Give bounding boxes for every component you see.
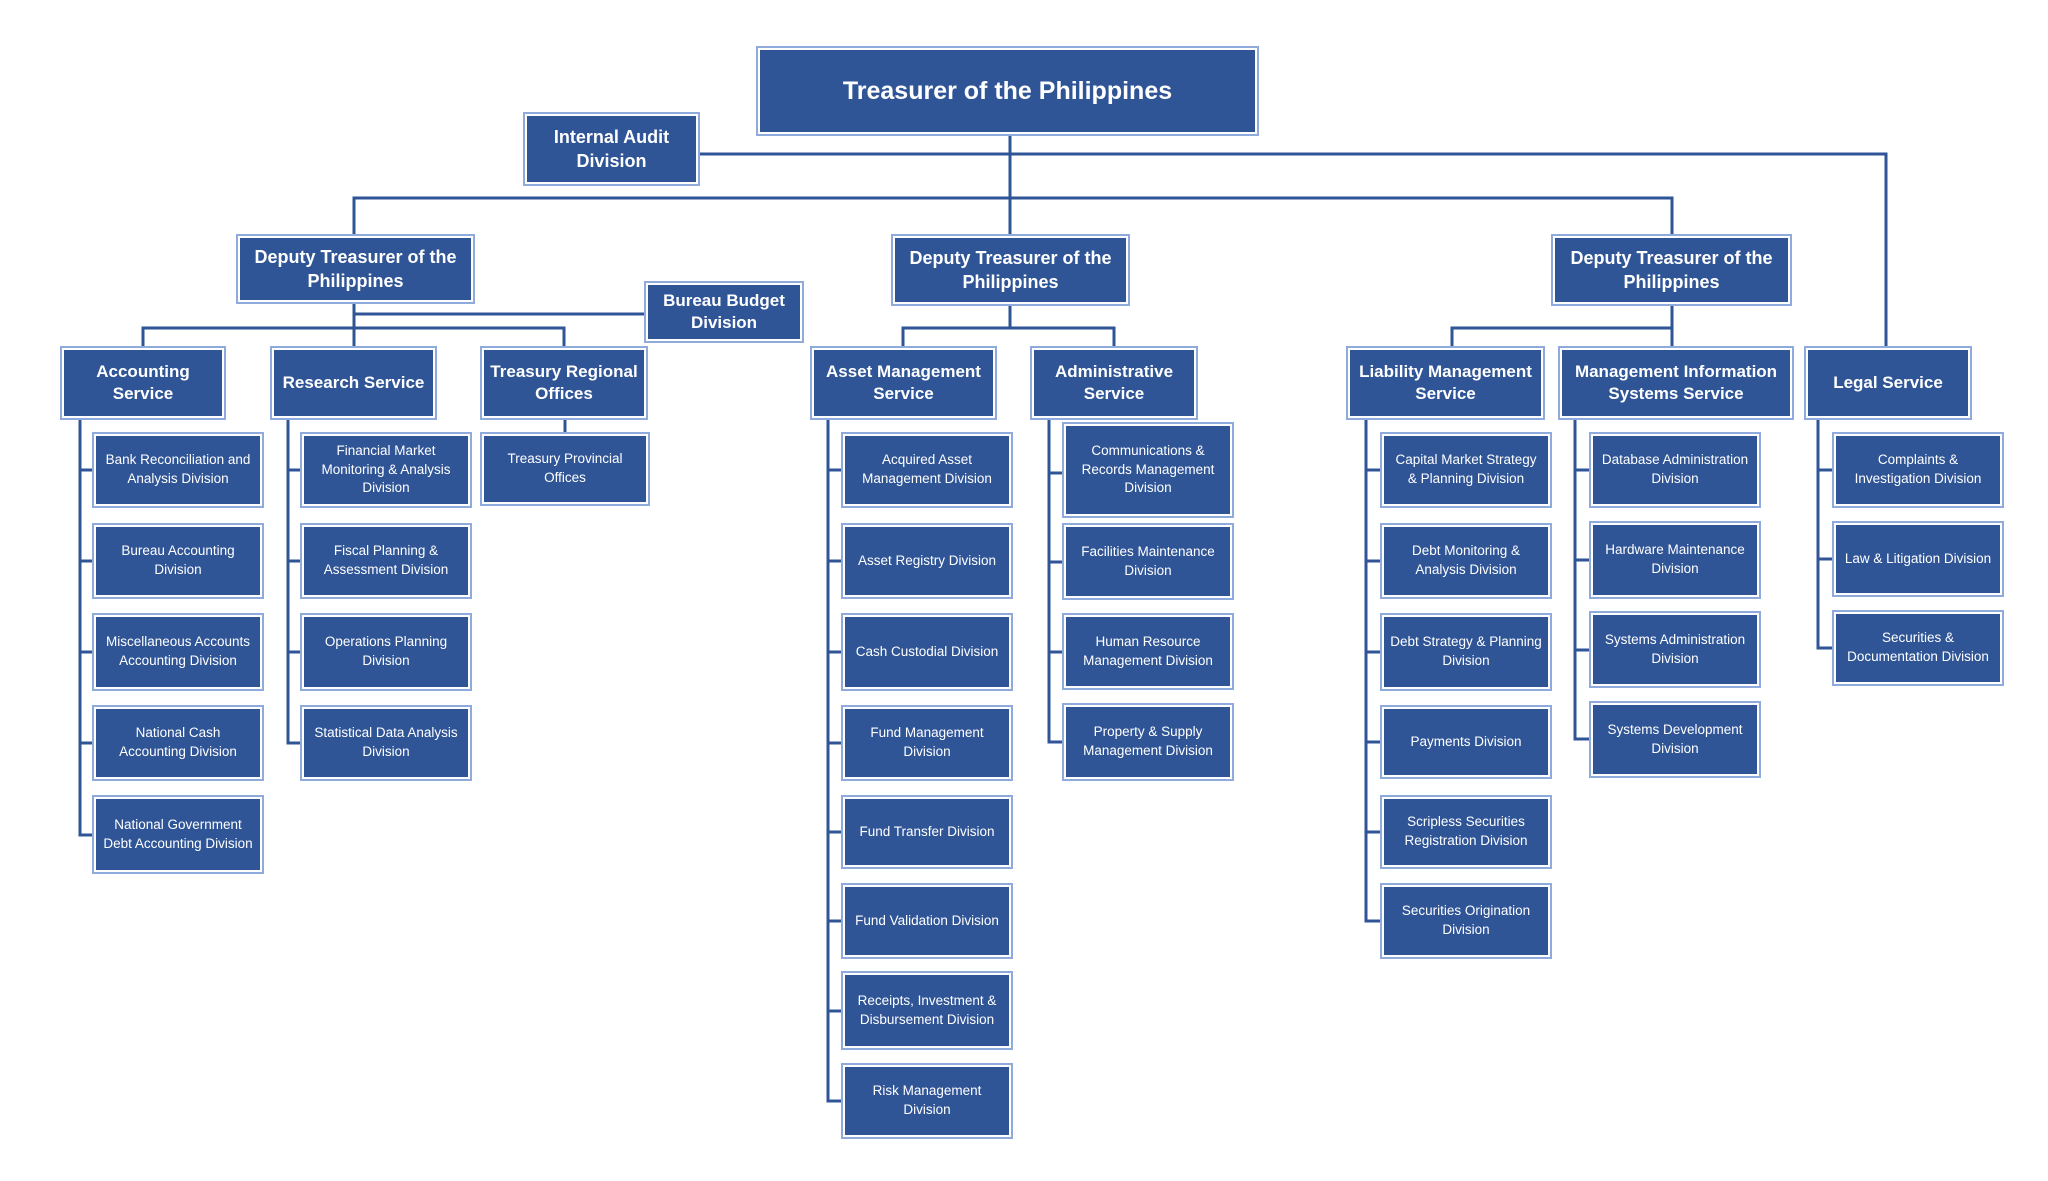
division-box: Operations Planning Division [302, 615, 470, 689]
division-box: Property & Supply Management Division [1064, 705, 1232, 779]
research-service-box: Research Service [272, 348, 435, 418]
division-box: Hardware Maintenance Division [1591, 523, 1759, 597]
deputy-box-2: Deputy Treasurer of the Philippines [893, 236, 1128, 304]
division-box: Fund Management Division [843, 707, 1011, 779]
legal-service-box: Legal Service [1806, 348, 1970, 418]
division-box: Complaints & Investigation Division [1834, 434, 2002, 506]
division-box: Debt Monitoring & Analysis Division [1382, 525, 1550, 597]
division-box: Fund Transfer Division [843, 797, 1011, 867]
division-box: Systems Administration Division [1591, 613, 1759, 686]
asset-management-service-box: Asset Management Service [812, 348, 995, 418]
mis-service-box: Management Information Systems Service [1560, 348, 1792, 418]
regional-offices-box: Treasury Regional Offices [482, 348, 646, 418]
division-box: Payments Division [1382, 707, 1550, 777]
division-box: Bank Reconciliation and Analysis Divisio… [94, 434, 262, 506]
liability-management-service-box: Liability Management Service [1348, 348, 1543, 418]
bureau-budget-box: Bureau Budget Division [646, 283, 802, 341]
deputy-box-1: Deputy Treasurer of the Philippines [238, 236, 473, 302]
division-box: Financial Market Monitoring & Analysis D… [302, 434, 470, 506]
division-box: Database Administration Division [1591, 434, 1759, 506]
division-box: Securities & Documentation Division [1834, 612, 2002, 684]
division-box: Securities Origination Division [1382, 885, 1550, 957]
treasurer-box: Treasurer of the Philippines [758, 48, 1257, 134]
division-box: Systems Development Division [1591, 703, 1759, 776]
division-box: Human Resource Management Division [1064, 615, 1232, 688]
division-box: Asset Registry Division [843, 525, 1011, 597]
division-box: Communications & Records Management Divi… [1064, 424, 1232, 516]
division-box: Miscellaneous Accounts Accounting Divisi… [94, 615, 262, 689]
division-box: Risk Management Division [843, 1065, 1011, 1137]
division-box: Law & Litigation Division [1834, 523, 2002, 595]
division-box: Scripless Securities Registration Divisi… [1382, 797, 1550, 867]
division-box: Fiscal Planning & Assessment Division [302, 525, 470, 597]
division-box: Acquired Asset Management Division [843, 434, 1011, 506]
division-box: Bureau Accounting Division [94, 525, 262, 597]
administrative-service-box: Administrative Service [1032, 348, 1196, 418]
division-box: Facilities Maintenance Division [1064, 525, 1232, 598]
division-box: Capital Market Strategy & Planning Divis… [1382, 434, 1550, 506]
division-box: National Government Debt Accounting Divi… [94, 797, 262, 872]
internal-audit-box: Internal Audit Division [525, 114, 698, 184]
division-box: Fund Validation Division [843, 885, 1011, 957]
division-box: Debt Strategy & Planning Division [1382, 615, 1550, 689]
division-box: Receipts, Investment & Disbursement Divi… [843, 973, 1011, 1048]
accounting-service-box: Accounting Service [62, 348, 224, 418]
division-box: Statistical Data Analysis Division [302, 707, 470, 779]
division-box: National Cash Accounting Division [94, 707, 262, 779]
deputy-box-3: Deputy Treasurer of the Philippines [1553, 236, 1790, 304]
division-box: Treasury Provincial Offices [482, 434, 648, 504]
division-box: Cash Custodial Division [843, 615, 1011, 689]
